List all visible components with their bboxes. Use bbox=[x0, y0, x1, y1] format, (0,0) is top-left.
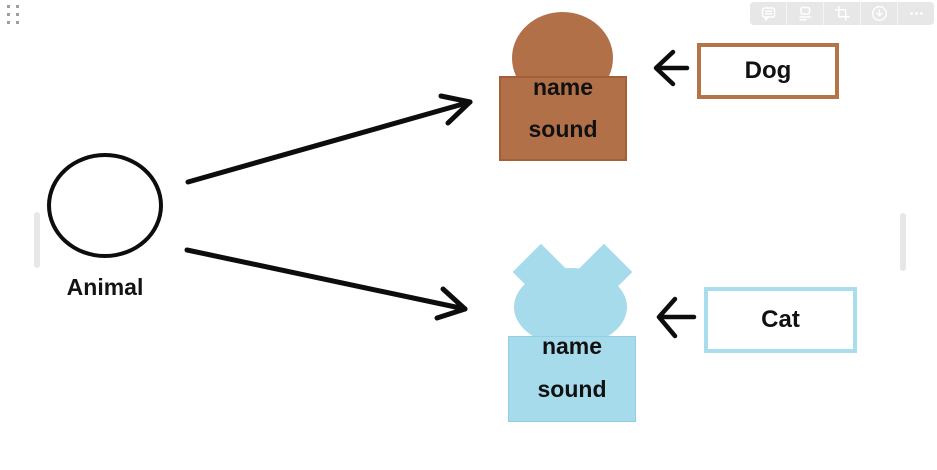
dog-tag-label: Dog bbox=[744, 57, 792, 84]
grip-dot bbox=[7, 21, 10, 24]
alt-text-button[interactable] bbox=[786, 2, 823, 25]
image-toolbar bbox=[750, 2, 934, 25]
grip-dot bbox=[16, 21, 19, 24]
dog-sound-field: sound bbox=[528, 116, 598, 142]
download-icon bbox=[871, 5, 887, 22]
grip-dot bbox=[7, 5, 10, 8]
arrow-dog-tag-to-shape bbox=[653, 49, 690, 87]
more-icon bbox=[909, 12, 923, 15]
dog-body-shape[interactable] bbox=[499, 76, 627, 161]
crop-icon bbox=[834, 5, 850, 21]
right-edge-handle[interactable] bbox=[900, 213, 906, 271]
cat-tag-box[interactable]: Cat bbox=[704, 287, 857, 353]
grip-dot bbox=[16, 13, 19, 16]
arrow-animal-to-dog bbox=[185, 93, 473, 185]
left-edge-handle[interactable] bbox=[34, 212, 40, 268]
grip-dot bbox=[7, 13, 10, 16]
animal-label: Animal bbox=[66, 274, 144, 300]
dog-tag-box[interactable]: Dog bbox=[697, 43, 839, 99]
cat-tag-label: Cat bbox=[761, 306, 800, 333]
comment-icon bbox=[761, 7, 775, 21]
animal-ellipse[interactable] bbox=[47, 153, 163, 258]
crop-button[interactable] bbox=[823, 2, 860, 25]
alt-text-icon bbox=[798, 6, 811, 21]
cat-body-shape[interactable] bbox=[508, 336, 636, 422]
download-button[interactable] bbox=[860, 2, 897, 25]
comment-button[interactable] bbox=[750, 2, 786, 25]
cat-name-field: name bbox=[541, 333, 603, 359]
drag-handle[interactable] bbox=[7, 5, 20, 26]
cat-sound-field: sound bbox=[537, 376, 607, 402]
cat-head-shape[interactable] bbox=[514, 268, 627, 346]
arrow-cat-tag-to-shape bbox=[656, 296, 697, 339]
grip-dot bbox=[16, 5, 19, 8]
dog-name-field: name bbox=[532, 74, 594, 100]
more-button[interactable] bbox=[897, 2, 934, 25]
arrow-animal-to-cat bbox=[184, 247, 468, 321]
